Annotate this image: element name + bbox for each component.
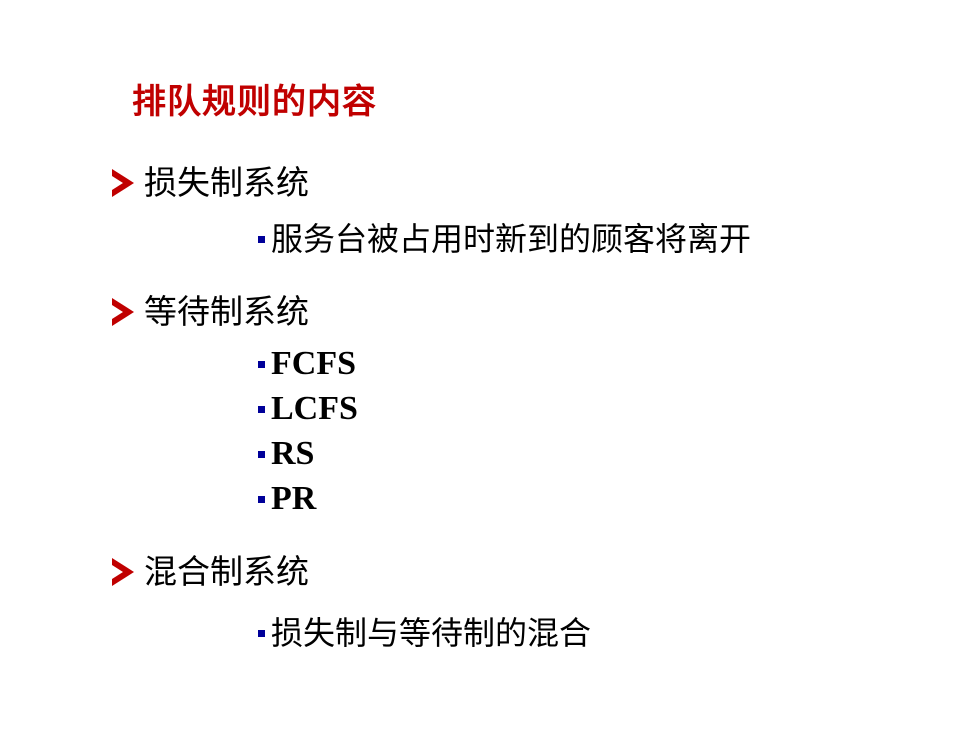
section-heading-label: 混合制系统 [144,552,309,591]
list-item-label: RS [271,435,315,472]
section-heading-wait-system: 等待制系统 [112,292,309,332]
list-item: PR [258,479,316,519]
list-item-label: 损失制与等待制的混合 [271,614,592,652]
square-bullet-icon [258,235,265,243]
list-item: 损失制与等待制的混合 [258,613,591,653]
square-bullet-icon [258,629,265,637]
arrow-bullet-icon [112,169,134,197]
list-item-label: FCFS [271,345,356,382]
list-item: LCFS [258,389,358,429]
square-bullet-icon [258,495,265,503]
list-item: RS [258,434,314,474]
square-bullet-icon [258,405,265,413]
arrow-bullet-icon [112,298,134,326]
list-item-label: 服务台被占用时新到的顾客将离开 [271,220,752,258]
list-item: 服务台被占用时新到的顾客将离开 [258,219,751,259]
section-heading-mixed-system: 混合制系统 [112,552,309,592]
section-heading-loss-system: 损失制系统 [112,163,309,203]
square-bullet-icon [258,360,265,368]
list-item-label: LCFS [271,390,358,427]
arrow-bullet-icon [112,558,134,586]
list-item-label: PR [271,480,317,517]
square-bullet-icon [258,450,265,458]
slide-title: 排队规则的内容 [132,82,377,122]
section-heading-label: 损失制系统 [144,163,309,202]
section-heading-label: 等待制系统 [144,292,309,331]
list-item: FCFS [258,344,356,384]
